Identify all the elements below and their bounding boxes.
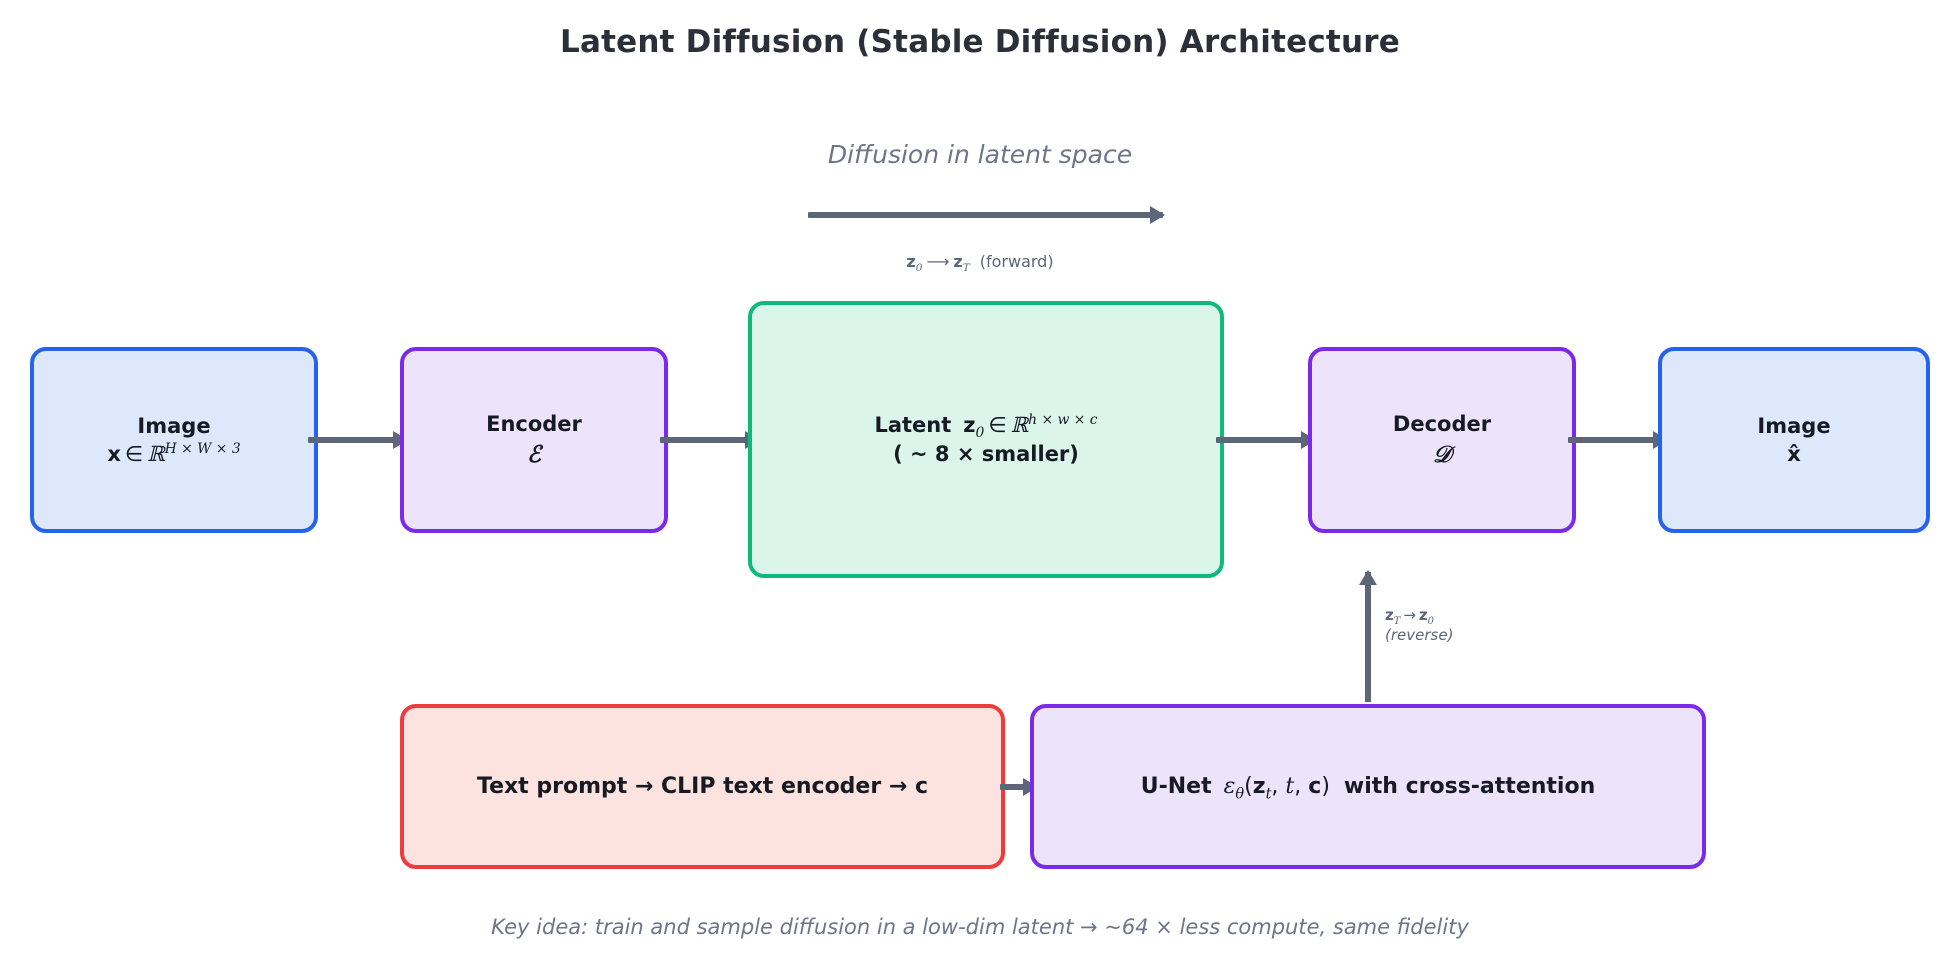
image-input-formula: x∈ℝH × W × 3 bbox=[107, 440, 240, 468]
image-input-box[interactable]: Image x∈ℝH × W × 3 bbox=[30, 347, 318, 533]
unet-arg-comma1: , bbox=[1271, 773, 1286, 799]
reverse-diffusion-arrow bbox=[1365, 572, 1371, 702]
forward-label-z0-sub: 0 bbox=[915, 262, 923, 275]
unet-arg-z-sub: t bbox=[1265, 786, 1272, 803]
key-idea-caption: Key idea: train and sample diffusion in … bbox=[491, 915, 1469, 939]
encoder-to-latent-arrow bbox=[660, 437, 758, 443]
reverse-label-zT: z bbox=[1385, 606, 1394, 624]
image-to-encoder-arrow bbox=[308, 437, 406, 443]
latent-superscript: h × w × c bbox=[1028, 412, 1098, 429]
unet-arg-c: c bbox=[1308, 773, 1322, 799]
latent-var: z bbox=[963, 413, 976, 438]
prompt-to-unet-arrow bbox=[1000, 784, 1036, 790]
page-title: Latent Diffusion (Stable Diffusion) Arch… bbox=[560, 24, 1400, 60]
unet-arg-comma2: , bbox=[1294, 773, 1309, 799]
text-prompt-box[interactable]: Text prompt → CLIP text encoder → c bbox=[400, 704, 1005, 869]
image-input-superscript: H × W × 3 bbox=[164, 441, 241, 457]
forward-diffusion-label: z0⟶zT(forward) bbox=[0, 252, 1960, 275]
image-output-formula: x̂ bbox=[1787, 442, 1801, 466]
decoder-box[interactable]: Decoder 𝒟 bbox=[1308, 347, 1576, 533]
text-prompt-label: Text prompt → CLIP text encoder → c bbox=[476, 773, 928, 799]
unet-box[interactable]: U-Net εθ(zt, t, c) with cross-attention bbox=[1030, 704, 1706, 869]
diffusion-band-label: Diffusion in latent space bbox=[827, 140, 1133, 169]
unet-epsilon: ε bbox=[1223, 773, 1236, 799]
image-input-set: ℝ bbox=[147, 442, 165, 466]
forward-diffusion-arrow bbox=[808, 212, 1163, 218]
forward-label-zT-sub: T bbox=[962, 262, 970, 275]
latent-var-sub: 0 bbox=[975, 425, 985, 442]
image-input-in: ∈ bbox=[124, 442, 144, 466]
latent-to-decoder-arrow bbox=[1216, 437, 1314, 443]
unet-arg-t: t bbox=[1285, 773, 1295, 799]
unet-suffix: with cross-attention bbox=[1343, 773, 1596, 799]
image-output-box[interactable]: Image x̂ bbox=[1658, 347, 1930, 533]
image-input-title: Image bbox=[137, 413, 211, 438]
image-output-title: Image bbox=[1757, 413, 1831, 438]
unet-epsilon-sub: θ bbox=[1235, 786, 1245, 803]
latent-smaller-note: ( ~ 8 × smaller) bbox=[893, 441, 1079, 466]
unet-prefix: U-Net bbox=[1140, 773, 1212, 799]
unet-args-open: ( bbox=[1244, 773, 1253, 799]
unet-arg-z: z bbox=[1252, 773, 1266, 799]
forward-label-arrow-glyph: ⟶ bbox=[926, 252, 950, 271]
latent-set: ℝ bbox=[1010, 413, 1029, 438]
encoder-box[interactable]: Encoder ℰ bbox=[400, 347, 668, 533]
reverse-label-zT-sub: T bbox=[1393, 616, 1401, 627]
forward-label-z0: z bbox=[906, 252, 916, 271]
reverse-label-arrow-glyph: → bbox=[1403, 606, 1416, 624]
reverse-label-line2: (reverse) bbox=[1385, 626, 1454, 645]
image-input-var: x bbox=[107, 442, 121, 466]
decoder-title: Decoder bbox=[1392, 412, 1492, 437]
decoder-to-image-arrow bbox=[1568, 437, 1666, 443]
forward-label-zT: z bbox=[953, 252, 963, 271]
reverse-label-z0: z bbox=[1418, 606, 1428, 624]
encoder-symbol: ℰ bbox=[527, 440, 541, 468]
encoder-title: Encoder bbox=[486, 412, 582, 437]
latent-prefix: Latent bbox=[874, 413, 952, 438]
forward-label-paren: (forward) bbox=[979, 252, 1054, 271]
reverse-label-line1: zT→z0 bbox=[1385, 605, 1453, 627]
latent-in: ∈ bbox=[988, 413, 1007, 438]
unet-args-close: ) bbox=[1321, 773, 1330, 799]
reverse-diffusion-label: zT→z0 (reverse) bbox=[1385, 605, 1453, 646]
decoder-symbol: 𝒟 bbox=[1432, 440, 1452, 468]
unet-label: U-Net εθ(zt, t, c) with cross-attention bbox=[1141, 772, 1595, 802]
reverse-label-z0-sub: 0 bbox=[1427, 616, 1434, 627]
